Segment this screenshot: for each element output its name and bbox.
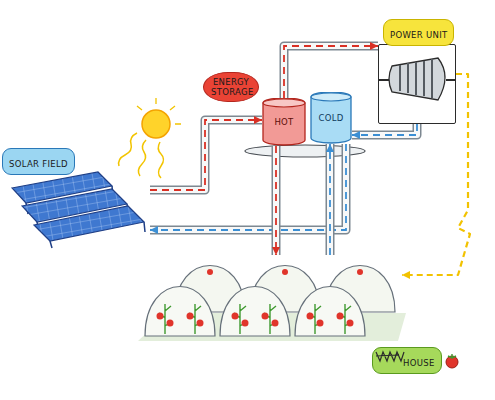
greenhouse-tunnels	[272, 320, 279, 327]
turbine	[400, 59, 432, 98]
crossed-out-scribble	[376, 352, 404, 361]
greenhouse-tunnels	[337, 313, 344, 320]
greenhouse-tunnels	[307, 313, 314, 320]
tag-label: POWER UNIT	[383, 19, 454, 46]
greenhouse-tunnels	[187, 313, 194, 320]
greenhouse-tunnels	[167, 320, 174, 327]
pipe-bore	[150, 120, 262, 190]
greenhouse-tunnels	[220, 287, 290, 337]
greenhouse-tunnels	[232, 313, 239, 320]
pipe-wall	[272, 146, 281, 255]
flow-line	[352, 124, 417, 135]
greenhouse: HOUSE	[140, 255, 402, 340]
node-label: HOT	[274, 117, 293, 127]
pipe-connector	[284, 46, 378, 98]
flow-line	[329, 144, 331, 255]
tank-body	[311, 92, 351, 143]
solar-panels	[12, 172, 145, 248]
solar-field: SOLAR FIELD	[2, 148, 150, 244]
greenhouse-tunnels	[347, 320, 354, 327]
node-label: HOUSE	[403, 358, 435, 368]
pipe-connector	[276, 146, 277, 255]
greenhouse-tunnels	[242, 320, 249, 327]
flow-line	[150, 144, 346, 230]
pipe-bore	[327, 144, 333, 255]
turbine	[378, 58, 456, 100]
pipe-connector	[150, 120, 262, 190]
sun	[158, 142, 163, 178]
pipe-wall	[284, 46, 378, 98]
tomato-icon	[448, 354, 456, 358]
turbine	[389, 58, 445, 100]
power-line	[402, 74, 470, 275]
pipe-bore	[273, 146, 279, 255]
greenhouse-tunnels	[262, 313, 269, 320]
pipe-wall	[352, 124, 417, 135]
sun	[142, 110, 170, 138]
sun	[119, 98, 181, 178]
sun	[138, 140, 146, 176]
pipe-bore	[352, 124, 417, 135]
tank-lid	[263, 99, 305, 107]
node-label: POWER UNIT	[390, 30, 447, 40]
pipe-wall	[150, 120, 262, 190]
node-label: COLD	[318, 113, 343, 123]
pipe-connector	[150, 144, 346, 230]
electric-bolt	[402, 74, 470, 275]
flow-line	[275, 146, 277, 255]
pipe-wall	[326, 144, 335, 255]
greenhouse-tunnels	[295, 287, 365, 337]
tag-label: HOUSE	[372, 347, 442, 374]
greenhouse-tunnels	[282, 269, 288, 275]
greenhouse-tunnels	[357, 269, 363, 275]
solar-panels	[34, 206, 144, 241]
power-unit-box: POWER UNIT	[378, 44, 456, 124]
greenhouse-tunnels	[159, 304, 351, 334]
tag-label: SOLAR FIELD	[2, 148, 75, 175]
greenhouse-tunnels	[207, 269, 213, 275]
pipe-bore	[150, 144, 346, 230]
greenhouse-tunnels	[157, 313, 164, 320]
tomato-icon	[446, 354, 458, 368]
flow-line	[150, 120, 262, 190]
tank-body	[263, 98, 305, 145]
pipe-wall	[150, 144, 346, 230]
greenhouse-tunnels	[197, 320, 204, 327]
node-label: ENERGY STORAGE	[211, 77, 251, 97]
flow-line	[284, 46, 378, 98]
pipe-connector	[330, 144, 331, 255]
pipe-connector	[352, 124, 417, 135]
hot-tank: HOT	[262, 98, 306, 146]
greenhouse-tunnels	[317, 320, 324, 327]
sun	[119, 133, 137, 166]
node-label: SOLAR FIELD	[9, 159, 68, 169]
greenhouse-tunnels	[145, 287, 215, 337]
energy-storage-tag: ENERGY STORAGE	[203, 72, 259, 102]
sun	[137, 98, 181, 124]
cold-tank: COLD	[310, 92, 352, 144]
tank-lid	[311, 93, 351, 101]
greenhouse-tunnels	[138, 266, 406, 342]
pipe-bore	[284, 46, 378, 98]
